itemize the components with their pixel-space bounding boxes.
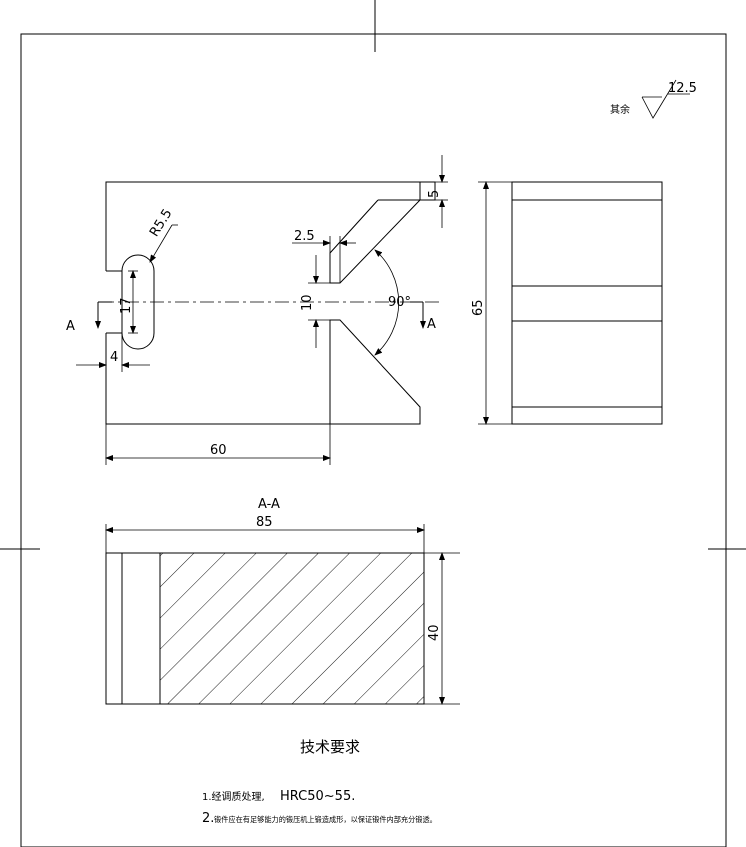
tech-line-2: 2. 锻件应在有足够能力的锻压机上锻造成形，以保证锻件内部充分锻透。 <box>202 811 437 826</box>
section-mark-right: A <box>427 317 436 332</box>
dim-10: 10 <box>300 255 330 348</box>
surface-finish-value: 12.5 <box>668 81 697 96</box>
section-view <box>105 552 425 705</box>
section-title: A-A <box>258 497 280 512</box>
svg-text:R5.5: R5.5 <box>147 207 175 240</box>
svg-text:40: 40 <box>427 624 442 641</box>
svg-text:4: 4 <box>110 350 118 365</box>
section-marks: A A <box>66 301 436 334</box>
tech-line-2-text: 锻件应在有足够能力的锻压机上锻造成形，以保证锻件内部充分锻透。 <box>214 815 437 824</box>
svg-text:2.5: 2.5 <box>294 229 315 244</box>
svg-text:10: 10 <box>300 294 315 311</box>
dim-40: 40 <box>424 552 460 705</box>
svg-text:65: 65 <box>471 299 486 316</box>
dim-angle: 90° <box>374 249 411 356</box>
tech-line-1-prefix: 1.经调质处理, <box>202 790 265 803</box>
surface-finish-note: 其余 <box>610 103 630 116</box>
dim-65: 65 <box>471 181 512 425</box>
tech-heading: 技术要求 <box>300 738 360 756</box>
tech-line-2-prefix: 2. <box>202 811 214 826</box>
dim-r55: R5.5 <box>147 207 178 263</box>
frame-border <box>20 33 727 847</box>
tech-line-1: 1.经调质处理, HRC50~55. <box>202 789 355 804</box>
dim-60: 60 <box>105 424 331 465</box>
tech-line-1-value: HRC50~55. <box>280 789 355 804</box>
svg-text:90°: 90° <box>388 295 411 310</box>
svg-text:85: 85 <box>256 515 273 530</box>
dim-5: 5 <box>420 155 448 228</box>
side-view <box>511 181 663 425</box>
dim-17: 17 <box>119 270 138 334</box>
dim-85: 85 <box>105 515 425 553</box>
surface-finish-symbol: 其余 12.5 <box>610 79 697 119</box>
dim-2-5: 2.5 <box>292 229 356 283</box>
section-mark-left: A <box>66 319 75 334</box>
svg-text:60: 60 <box>210 443 227 458</box>
dim-4: 4 <box>76 333 150 372</box>
svg-text:5: 5 <box>427 190 442 198</box>
svg-text:17: 17 <box>119 297 134 314</box>
